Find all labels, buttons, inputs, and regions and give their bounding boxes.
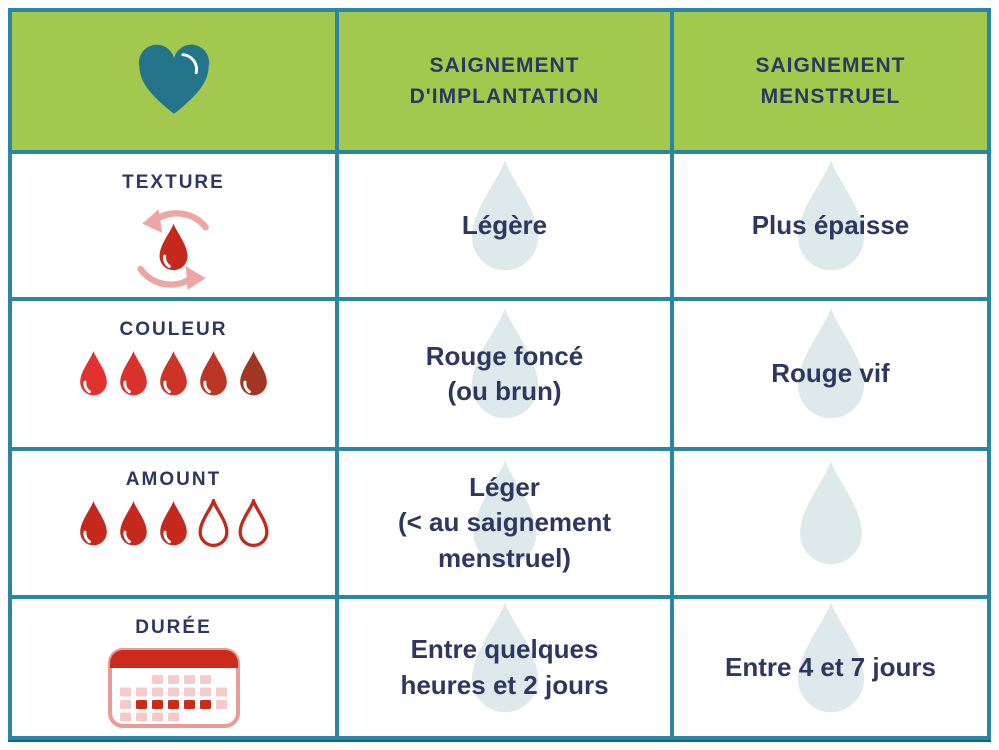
row-couleur-label: COULEUR (119, 319, 228, 340)
amount-drops-icon (75, 499, 272, 550)
row-amount-label: AMOUNT (125, 469, 222, 490)
texture-implantation-value: Légère (461, 209, 548, 240)
couleur-implantation-cell: Rouge foncé (ou brun) (339, 301, 670, 447)
texture-implantation-cell: Légère (339, 154, 670, 297)
row-texture-label: TEXTURE (122, 172, 225, 193)
amount-implantation-value: Léger (< au saignement menstruel) (397, 472, 612, 573)
couleur-implantation-value: Rouge foncé (ou brun) (425, 340, 584, 406)
comparison-table: SAIGNEMENT D'IMPLANTATION SAIGNEMENT MEN… (8, 8, 991, 740)
couleur-menstruel-value: Rouge vif (771, 358, 890, 389)
water-drop-watermark-icon (461, 457, 549, 580)
header-menstruel-cell: SAIGNEMENT MENSTRUEL (674, 12, 987, 150)
row-amount-label-cell: AMOUNT (12, 451, 335, 595)
row-duree-label: DURÉE (135, 617, 212, 638)
water-drop-watermark-icon (459, 599, 551, 727)
color-gradient-drops-icon (75, 349, 272, 400)
header-corner-cell (12, 12, 335, 150)
couleur-menstruel-cell: Rouge vif (674, 301, 987, 447)
header-menstruel-label: SAIGNEMENT MENSTRUEL (755, 53, 906, 109)
duree-implantation-value: Entre quelques heures et 2 jours (400, 634, 609, 700)
texture-menstruel-value: Plus épaisse (751, 209, 910, 240)
row-duree-label-cell: DURÉE (12, 599, 335, 736)
water-drop-watermark-icon (459, 156, 551, 285)
heart-icon (132, 44, 216, 118)
duree-menstruel-value: Entre 4 et 7 jours (725, 651, 936, 682)
amount-implantation-cell: Léger (< au saignement menstruel) (339, 451, 670, 595)
water-drop-watermark-icon (785, 304, 877, 433)
header-implantation-label: SAIGNEMENT D'IMPLANTATION (409, 53, 600, 109)
header-implantation-cell: SAIGNEMENT D'IMPLANTATION (339, 12, 670, 150)
row-couleur-label-cell: COULEUR (12, 301, 335, 447)
drop-cycle-icon (124, 202, 224, 297)
water-drop-watermark-icon (785, 156, 877, 285)
texture-menstruel-cell: Plus épaisse (674, 154, 987, 297)
calendar-icon (107, 647, 241, 729)
amount-menstruel-cell (674, 451, 987, 595)
water-drop-watermark-icon (788, 458, 874, 579)
water-drop-watermark-icon (459, 304, 551, 433)
duree-menstruel-cell: Entre 4 et 7 jours (674, 599, 987, 736)
row-texture-label-cell: TEXTURE (12, 154, 335, 297)
duree-implantation-cell: Entre quelques heures et 2 jours (339, 599, 670, 736)
water-drop-watermark-icon (785, 599, 877, 727)
